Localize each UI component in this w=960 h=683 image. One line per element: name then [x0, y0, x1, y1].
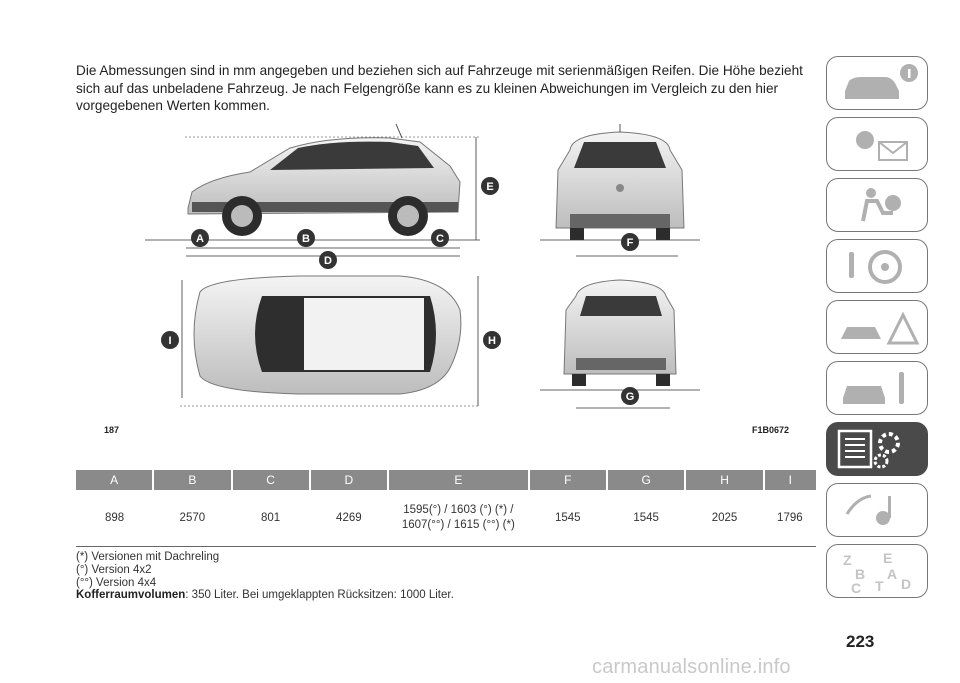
svg-text:D: D	[324, 255, 332, 267]
page-number: 223	[846, 632, 875, 651]
table-row: 898 2570 801 4269 1595(°) / 1603 (°) (*)…	[76, 490, 816, 547]
maintenance-icon	[843, 372, 904, 404]
svg-text:H: H	[488, 335, 496, 347]
value-g: 1545	[606, 490, 686, 547]
tab-emergency[interactable]	[826, 300, 928, 354]
footnotes: (*) Versionen mit Dachreling (°) Version…	[76, 551, 454, 602]
marker-b: B	[297, 229, 315, 247]
marker-a: A	[191, 229, 209, 247]
steering-icon	[849, 250, 902, 284]
header-c: C	[231, 470, 311, 490]
value-b: 2570	[153, 490, 232, 547]
marker-f: F	[621, 233, 639, 251]
value-i: 1796	[763, 490, 816, 547]
marker-d: D	[319, 251, 337, 269]
svg-text:G: G	[626, 391, 635, 403]
trunk-volume-text: : 350 Liter. Bei umgeklappten Rücksitzen…	[185, 589, 454, 602]
marker-e: E	[481, 177, 499, 195]
svg-text:C: C	[436, 233, 444, 245]
footnote-roof-rails: (*) Versionen mit Dachreling	[76, 551, 220, 563]
svg-text:Z: Z	[843, 552, 852, 568]
marker-i: I	[161, 331, 179, 349]
tab-steering[interactable]	[826, 239, 928, 293]
svg-text:A: A	[887, 566, 897, 582]
multimedia-icon	[845, 494, 891, 525]
safety-icon	[861, 188, 901, 222]
tab-technical-data[interactable]	[826, 422, 928, 476]
header-d: D	[309, 470, 390, 490]
watermark: carmanualsonline.info	[592, 656, 791, 678]
header-e: E	[388, 470, 530, 490]
svg-text:E: E	[486, 181, 493, 193]
figure-code: F1B0672	[752, 425, 790, 435]
car-rear-view	[563, 279, 677, 386]
header-a: A	[76, 470, 155, 490]
tab-maintenance[interactable]	[826, 361, 928, 415]
svg-text:B: B	[855, 566, 865, 582]
trunk-volume-note: Kofferraumvolumen: 350 Liter. Bei umgekl…	[76, 589, 454, 602]
marker-h: H	[483, 331, 501, 349]
footnote-4x4: (°°) Version 4x4	[76, 576, 157, 589]
table-header-row: A B C D E F G H I	[76, 470, 816, 490]
value-h: 2025	[685, 490, 764, 547]
header-g: G	[606, 470, 687, 490]
value-f: 1545	[528, 490, 607, 547]
footnote-4x2: (°) Version 4x2	[76, 563, 152, 576]
dimensions-table: A B C D E F G H I 898 2570 801 4269 1595…	[76, 470, 816, 547]
marker-g: G	[621, 387, 639, 405]
svg-text:I: I	[168, 335, 171, 347]
intro-paragraph: Die Abmessungen sind in mm angegeben und…	[76, 63, 803, 113]
figure-number: 187	[104, 425, 120, 435]
car-front-view	[555, 124, 685, 240]
svg-text:C: C	[851, 580, 861, 596]
header-f: F	[528, 470, 608, 490]
car-side-view	[187, 123, 461, 236]
svg-text:T: T	[875, 578, 884, 594]
svg-text:E: E	[883, 550, 892, 566]
svg-text:B: B	[302, 233, 310, 245]
value-d: 4269	[309, 490, 389, 547]
value-c: 801	[231, 490, 310, 547]
value-e: 1595(°) / 1603 (°) (*) / 1607(°°) / 1615…	[388, 490, 529, 547]
tab-safety[interactable]	[826, 178, 928, 232]
header-i: I	[763, 470, 816, 490]
car-info-icon	[845, 64, 918, 99]
marker-c: C	[431, 229, 449, 247]
value-a: 898	[76, 490, 154, 547]
warning-lights-icon	[856, 131, 908, 161]
header-b: B	[153, 470, 233, 490]
dimension-figure: A B C D E F G H I	[145, 123, 700, 409]
svg-text:D: D	[901, 576, 911, 592]
tab-multimedia[interactable]	[826, 483, 928, 537]
technical-data-icon	[837, 429, 900, 469]
header-h: H	[685, 470, 765, 490]
svg-text:A: A	[196, 233, 204, 245]
car-top-view	[193, 275, 462, 395]
emergency-icon	[841, 311, 920, 345]
tab-warning-lights[interactable]	[826, 117, 928, 171]
trunk-volume-label: Kofferraumvolumen	[76, 589, 186, 602]
tab-car-info[interactable]	[826, 56, 928, 110]
svg-text:F: F	[627, 237, 634, 249]
